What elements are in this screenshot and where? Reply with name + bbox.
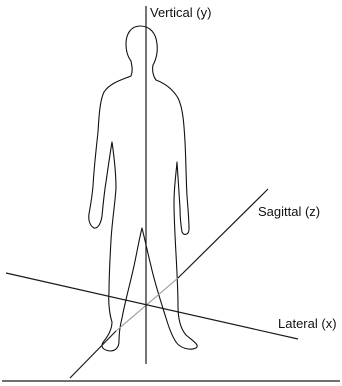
sagittal-axis-label: Sagittal (z) <box>258 204 320 219</box>
human-figure <box>89 26 197 351</box>
lateral-axis-label: Lateral (x) <box>278 316 337 331</box>
sagittal-axis-upper <box>178 189 268 278</box>
sagittal-axis-lower <box>70 331 116 378</box>
vertical-axis-label: Vertical (y) <box>150 5 211 20</box>
lateral-axis <box>6 273 298 339</box>
human-figure-outline <box>89 26 197 351</box>
